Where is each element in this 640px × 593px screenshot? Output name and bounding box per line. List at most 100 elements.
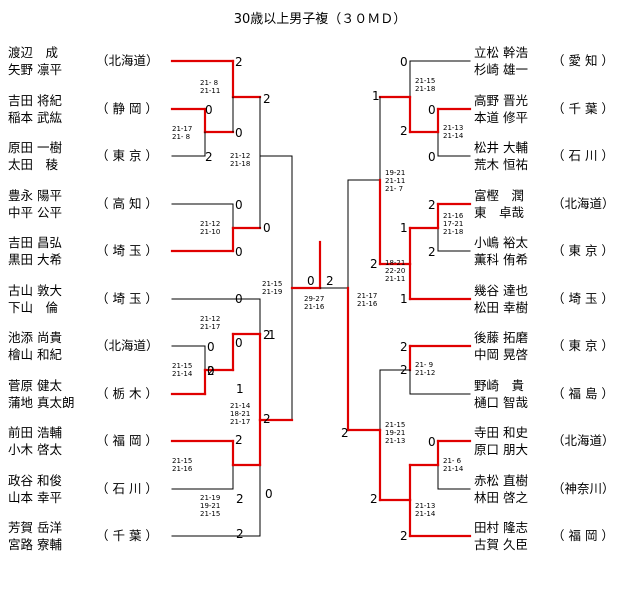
team-prefecture: （ 栃 木 ） bbox=[96, 386, 158, 401]
team-player-name: 稲本 武紘 bbox=[8, 110, 62, 125]
team-prefecture: （ 千 葉 ） bbox=[552, 101, 614, 116]
game-score: 22-20 bbox=[385, 267, 405, 275]
game-count: 0 bbox=[235, 126, 243, 140]
game-score: 21-15 bbox=[262, 280, 282, 288]
game-count: 0 bbox=[265, 487, 273, 501]
game-count: 1 bbox=[372, 89, 380, 103]
game-score: 21-19 bbox=[262, 288, 282, 296]
team-player-name: 小嶋 裕太 bbox=[474, 235, 528, 250]
team-player-name: 池添 尚貴 bbox=[8, 330, 62, 345]
game-score: 21-18 bbox=[415, 85, 435, 93]
game-count: 2 bbox=[235, 55, 243, 69]
team-player-name: 檜山 和紀 bbox=[8, 347, 62, 362]
game-count: 0 bbox=[235, 245, 243, 259]
game-count: 2 bbox=[235, 433, 243, 447]
game-score: 21-13 bbox=[385, 437, 405, 445]
team-player-name: 赤松 直樹 bbox=[474, 473, 528, 488]
game-score: 19-21 bbox=[385, 169, 405, 177]
game-count: 2 bbox=[326, 274, 334, 288]
game-score: 21-12 bbox=[200, 315, 220, 323]
game-count: 2 bbox=[205, 150, 213, 164]
game-score: 21-12 bbox=[230, 152, 250, 160]
game-score: 21-17 bbox=[172, 125, 192, 133]
game-count: 0 bbox=[428, 150, 436, 164]
game-score: 21-16 bbox=[304, 303, 325, 311]
team-player-name: 田村 隆志 bbox=[474, 520, 528, 535]
game-score: 29-27 bbox=[304, 295, 324, 303]
game-count: 0 bbox=[235, 336, 243, 350]
game-score: 21- 9 bbox=[415, 361, 433, 369]
team-player-name: 樋口 智哉 bbox=[474, 395, 528, 410]
team-player-name: 野崎 貴 bbox=[474, 378, 525, 393]
team-player-name: 幾谷 達也 bbox=[474, 283, 528, 298]
team-player-name: 黒田 大希 bbox=[8, 252, 62, 267]
team-prefecture: （神奈川） bbox=[552, 481, 615, 496]
game-score: 21-11 bbox=[385, 177, 405, 185]
game-count: 2 bbox=[428, 198, 436, 212]
team-player-name: 太田 稜 bbox=[8, 157, 59, 172]
team-player-name: 吉田 昌弘 bbox=[8, 235, 62, 250]
game-count: 0 bbox=[428, 435, 436, 449]
game-score: 21- 8 bbox=[200, 79, 218, 87]
game-score: 18-21 bbox=[385, 259, 405, 267]
game-count: 2 bbox=[263, 328, 271, 342]
team-prefecture: （北海道） bbox=[552, 433, 615, 448]
game-count: 2 bbox=[370, 492, 378, 506]
game-count: 0 bbox=[205, 103, 213, 117]
team-player-name: 東 卓哉 bbox=[474, 205, 525, 220]
game-score: 21-11 bbox=[385, 275, 405, 283]
game-score: 21-14 bbox=[443, 465, 464, 473]
team-prefecture: （ 千 葉 ） bbox=[96, 528, 158, 543]
game-count: 2 bbox=[400, 529, 408, 543]
team-player-name: 古賀 久臣 bbox=[474, 537, 528, 552]
game-score: 21-16 bbox=[443, 212, 464, 220]
game-score: 21-17 bbox=[200, 323, 220, 331]
game-count: 2 bbox=[400, 340, 408, 354]
team-player-name: 古山 敦大 bbox=[8, 283, 62, 298]
team-player-name: 荒木 恒祐 bbox=[474, 157, 528, 172]
game-count: 0 bbox=[235, 292, 243, 306]
game-count: 0 bbox=[263, 221, 271, 235]
team-player-name: 豊永 陽平 bbox=[8, 188, 62, 203]
team-prefecture: （ 東 京 ） bbox=[552, 243, 614, 258]
game-score: 21-15 bbox=[385, 421, 405, 429]
team-player-name: 蒲地 真太朗 bbox=[8, 395, 75, 410]
game-score: 21-17 bbox=[357, 292, 377, 300]
team-player-name: 寺田 和史 bbox=[474, 425, 528, 440]
team-prefecture: （ 石 川 ） bbox=[96, 481, 158, 496]
team-player-name: 小木 啓太 bbox=[8, 442, 62, 457]
team-prefecture: （北海道） bbox=[552, 196, 615, 211]
game-score: 21- 7 bbox=[385, 185, 403, 193]
game-count: 2 bbox=[428, 245, 436, 259]
game-score: 21-12 bbox=[415, 369, 435, 377]
team-player-name: 山本 幸平 bbox=[8, 490, 62, 505]
team-player-name: 菅原 健太 bbox=[8, 378, 62, 393]
game-score: 21-18 bbox=[230, 160, 250, 168]
team-player-name: 原口 朋大 bbox=[474, 442, 528, 457]
game-count: 1 bbox=[268, 328, 276, 342]
team-player-name: 原田 一樹 bbox=[8, 140, 62, 155]
page-title: 30歳以上男子複（３０ＭＤ） bbox=[233, 12, 407, 27]
game-count: 2 bbox=[400, 124, 408, 138]
game-count: 2 bbox=[236, 492, 244, 506]
team-player-name: 下山 倫 bbox=[8, 300, 59, 315]
team-player-name: 宮路 寮輔 bbox=[8, 537, 62, 552]
game-score: 21-12 bbox=[200, 220, 220, 228]
team-prefecture: （ 福 島 ） bbox=[552, 386, 614, 401]
team-prefecture: （ 高 知 ） bbox=[96, 196, 158, 211]
game-count: 0 bbox=[207, 364, 215, 378]
team-player-name: 中平 公平 bbox=[8, 205, 62, 220]
team-player-name: 松井 大輔 bbox=[474, 140, 528, 155]
team-prefecture: （北海道） bbox=[96, 338, 159, 353]
game-score: 21-13 bbox=[415, 502, 435, 510]
game-count: 2 bbox=[370, 257, 378, 271]
game-score: 21-15 bbox=[172, 362, 192, 370]
team-player-name: 松田 幸樹 bbox=[474, 300, 528, 315]
game-score: 17-21 bbox=[443, 220, 463, 228]
team-prefecture: （ 東 京 ） bbox=[552, 338, 614, 353]
game-score: 21-15 bbox=[172, 457, 192, 465]
game-score: 21-10 bbox=[200, 228, 220, 236]
game-score: 21-16 bbox=[357, 300, 378, 308]
game-count: 1 bbox=[400, 221, 408, 235]
